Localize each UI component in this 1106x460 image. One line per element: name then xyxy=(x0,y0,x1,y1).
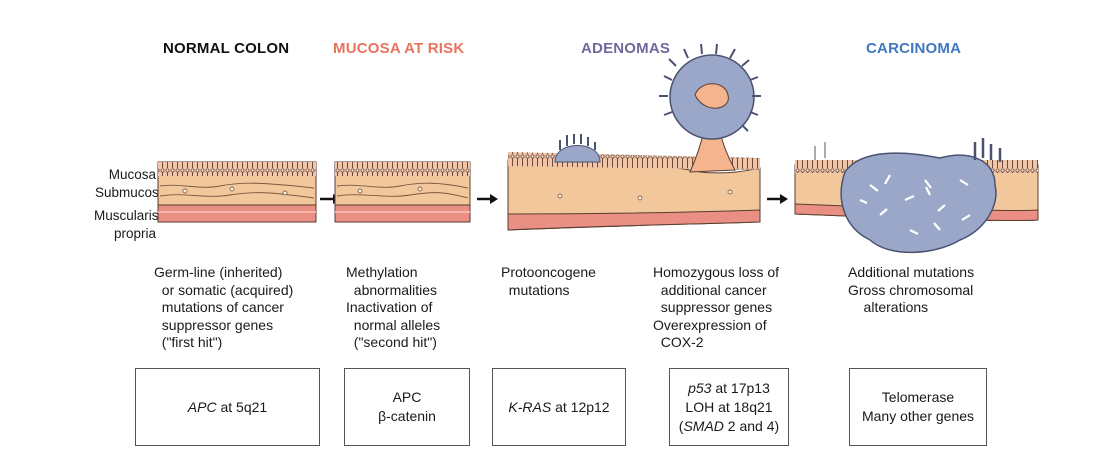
stage-title-adenomas: ADENOMAS xyxy=(581,40,671,57)
locus-kras: at 12p12 xyxy=(551,398,610,415)
layer-label-submucosa: Submucosa xyxy=(95,185,167,200)
paren-open: ( xyxy=(678,417,684,434)
gene-beta-catenin: β-catenin xyxy=(378,408,436,424)
smad-suffix: 2 and 4) xyxy=(723,417,780,434)
description-mucosa-at-risk: Methylation abnormalities Inactivation o… xyxy=(346,264,441,350)
stage-title-carcinoma: CARCINOMA xyxy=(866,40,962,57)
gene-box-telomerase: Telomerase Many other genes xyxy=(849,368,987,446)
gene-box-apc: APC at 5q21 xyxy=(135,368,320,446)
description-adenoma-early: Protooncogene mutations xyxy=(501,264,596,298)
layer-label-muscularis: Muscularis xyxy=(94,208,159,223)
stage-title-mucosa-at-risk: MUCOSA AT RISK xyxy=(333,40,465,57)
locus-p53: at 17p13 xyxy=(711,379,770,396)
loh-18q21: LOH at 18q21 xyxy=(685,398,773,415)
gene-p53: p53 xyxy=(688,379,712,396)
gene-box-apc-beta-catenin: APC β-catenin xyxy=(344,368,470,446)
many-other-genes-label: Many other genes xyxy=(861,408,975,424)
gene-apc: APC xyxy=(187,398,217,415)
normal-colon-segment xyxy=(157,161,317,223)
description-carcinoma: Additional mutations Gross chromosomal a… xyxy=(848,264,975,315)
carcinoma-segment xyxy=(794,138,1039,254)
mucosa-at-risk-segment xyxy=(334,161,471,223)
locus-apc: at 5q21 xyxy=(216,398,268,415)
description-normal-colon: Germ-line (inherited) or somatic (acquir… xyxy=(154,264,294,350)
gene-box-kras: K-RAS at 12p12 xyxy=(492,368,626,446)
gene-smad: SMAD xyxy=(683,417,724,434)
gene-box-p53-smad: p53 at 17p13 LOH at 18q21 (SMAD 2 and 4) xyxy=(669,368,789,446)
gene-apc-2: APC xyxy=(392,389,422,405)
layer-label-propria: propria xyxy=(113,226,156,241)
stage-title-normal-colon: NORMAL COLON xyxy=(163,40,290,57)
description-adenoma-late: Homozygous loss of additional cancer sup… xyxy=(653,264,780,350)
layer-label-mucosa: Mucosa xyxy=(108,167,156,182)
gene-kras: K-RAS xyxy=(508,398,552,415)
adenomas-segment xyxy=(507,43,761,231)
telomerase-label: Telomerase xyxy=(881,389,955,405)
